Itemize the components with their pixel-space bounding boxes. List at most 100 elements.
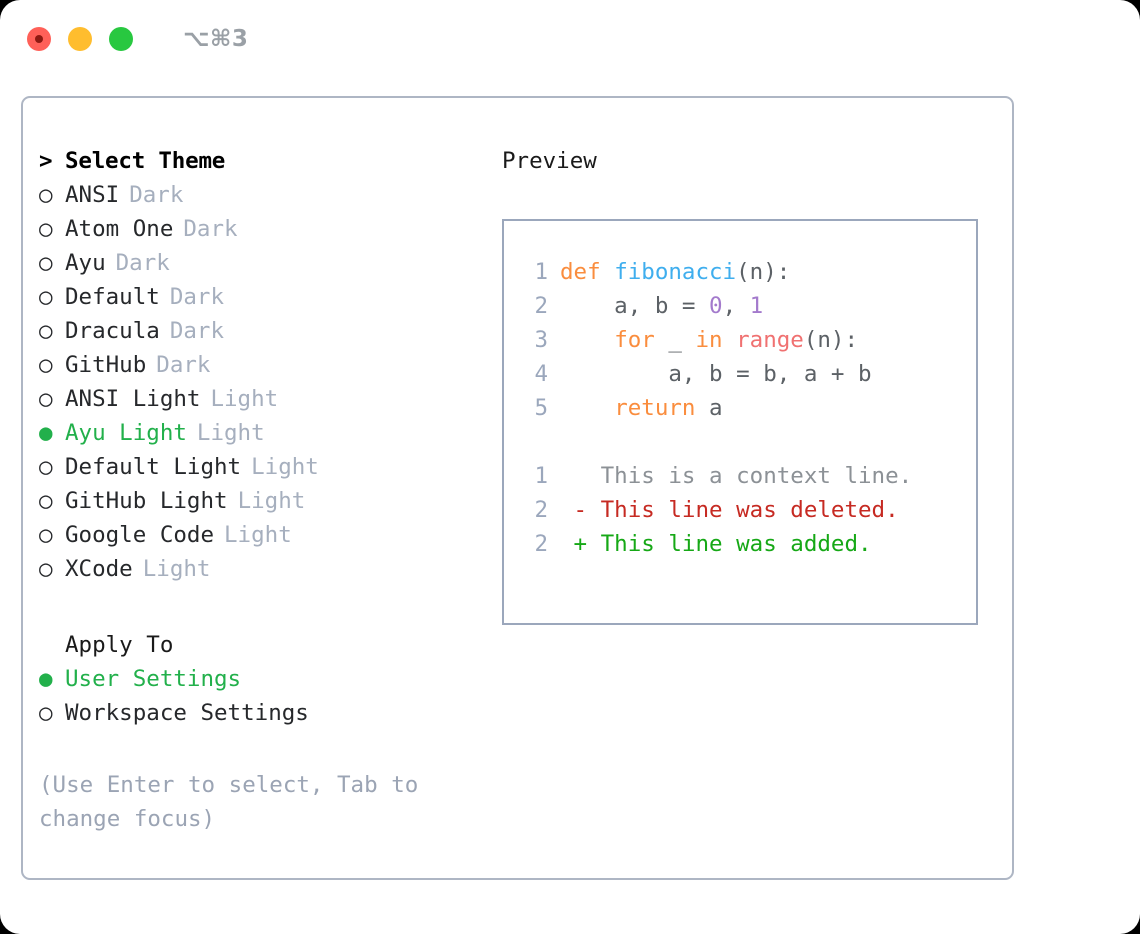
theme-name-label: Ayu <box>65 250 106 276</box>
code-token-plain <box>723 327 737 353</box>
preview-title: Preview <box>502 148 597 174</box>
code-token-plain: _ <box>654 327 696 353</box>
radio-unselected-icon: ○ <box>39 182 53 208</box>
code-line-content: for _ in range(n): <box>560 327 858 353</box>
code-line: 3 for _ in range(n): <box>518 327 976 361</box>
code-token-kw: in <box>695 327 723 353</box>
code-token-kw: return <box>614 395 696 421</box>
radio-unselected-icon: ○ <box>39 386 53 412</box>
title-bar: ⌥⌘3 <box>0 0 1140 78</box>
theme-name-label: GitHub <box>65 352 147 378</box>
traffic-light-group <box>27 27 133 51</box>
prompt-caret-icon: > <box>39 148 53 174</box>
theme-kind-label: Light <box>237 488 306 514</box>
select-theme-header: > Select Theme <box>39 148 479 182</box>
apply-to-option[interactable]: ○ Workspace Settings <box>39 700 479 734</box>
theme-name-label: Atom One <box>65 216 174 242</box>
theme-name-label: Default Light <box>65 454 242 480</box>
code-token-plain <box>560 395 614 421</box>
theme-kind-label: Light <box>251 454 319 480</box>
theme-kind-label: Light <box>142 556 211 582</box>
theme-name-label: Dracula <box>65 318 160 344</box>
radio-unselected-icon: ○ <box>39 454 53 480</box>
diff-line: 1 This is a context line. <box>518 463 976 497</box>
theme-kind-label: Dark <box>169 318 225 344</box>
code-token-builtin: range <box>736 327 804 353</box>
diff-line-number: 1 <box>534 463 548 489</box>
minimize-window-button[interactable] <box>68 27 92 51</box>
radio-unselected-icon: ○ <box>39 556 53 582</box>
code-line-number: 4 <box>534 361 548 387</box>
code-line-content: return a <box>560 395 723 421</box>
diff-line-content: This is a context line. <box>560 463 913 489</box>
diff-line-content: + This line was added. <box>560 531 872 557</box>
apply-to-marker-placeholder: ○ <box>39 634 65 657</box>
theme-kind-label: Dark <box>115 250 170 276</box>
close-window-button[interactable] <box>27 27 51 51</box>
code-line-number: 2 <box>534 293 548 319</box>
code-token-plain: , <box>722 293 750 319</box>
radio-unselected-icon: ○ <box>39 250 53 276</box>
theme-name-label: Ayu Light <box>65 420 187 446</box>
code-line-content: a, b = 0, 1 <box>560 293 763 319</box>
diff-line-number: 2 <box>534 497 548 523</box>
apply-to-option-label: Workspace Settings <box>65 700 309 726</box>
theme-kind-label: Light <box>224 522 292 548</box>
code-line-number: 1 <box>534 259 548 285</box>
theme-name-label: GitHub Light <box>65 488 228 514</box>
code-line-number: 3 <box>534 327 548 353</box>
code-diff-spacer <box>518 429 976 463</box>
radio-unselected-icon: ○ <box>39 216 53 242</box>
code-line: 5 return a <box>518 395 976 429</box>
code-line: 4 a, b = b, a + b <box>518 361 976 395</box>
apply-to-option[interactable]: ●User Settings <box>39 666 479 700</box>
radio-unselected-icon: ○ <box>39 522 53 548</box>
theme-name-label: XCode <box>65 556 133 582</box>
code-token-plain <box>560 327 614 353</box>
code-line-number: 5 <box>534 395 548 421</box>
code-token-plain: (n): <box>803 327 859 353</box>
maximize-window-button[interactable] <box>109 27 133 51</box>
theme-list-item[interactable]: ○ Default Light Light <box>39 454 479 488</box>
code-line: 2 a, b = 0, 1 <box>518 293 976 327</box>
code-token-plain: a, b = b, a + b <box>560 361 872 387</box>
code-token-num: 1 <box>749 293 764 319</box>
theme-list-item[interactable]: ○ XCode Light <box>39 556 479 590</box>
theme-kind-label: Dark <box>156 352 211 378</box>
apply-to-list: ●User Settings○ Workspace Settings <box>39 666 479 734</box>
radio-unselected-icon: ○ <box>39 488 53 514</box>
theme-name-label: Default <box>65 284 160 310</box>
radio-unselected-icon: ○ <box>39 284 53 310</box>
radio-unselected-icon: ○ <box>39 700 53 726</box>
theme-kind-label: Light <box>196 420 265 446</box>
radio-unselected-icon: ○ <box>39 318 53 344</box>
code-token-plain: a <box>695 395 723 421</box>
diff-sample: 1 This is a context line.2 - This line w… <box>518 463 976 565</box>
theme-kind-label: Dark <box>129 182 184 208</box>
theme-kind-label: Light <box>210 386 279 412</box>
theme-list-item[interactable]: ● Ayu Light Light <box>39 420 479 454</box>
theme-list-item[interactable]: ○ Dracula Dark <box>39 318 479 352</box>
apply-to-header: ○ Apply To <box>39 632 479 666</box>
diff-line: 2 + This line was added. <box>518 531 976 565</box>
code-token-plain: a, b = <box>560 293 710 319</box>
code-line-content: def fibonacci(n): <box>560 259 790 285</box>
radio-selected-icon: ● <box>39 420 53 446</box>
theme-list-item[interactable]: ○ Ayu Dark <box>39 250 479 284</box>
help-hint-text: (Use Enter to select, Tab to change focu… <box>39 772 419 832</box>
apply-to-option-label: User Settings <box>65 666 242 692</box>
theme-list-item[interactable]: ○ GitHub Light Light <box>39 488 479 522</box>
